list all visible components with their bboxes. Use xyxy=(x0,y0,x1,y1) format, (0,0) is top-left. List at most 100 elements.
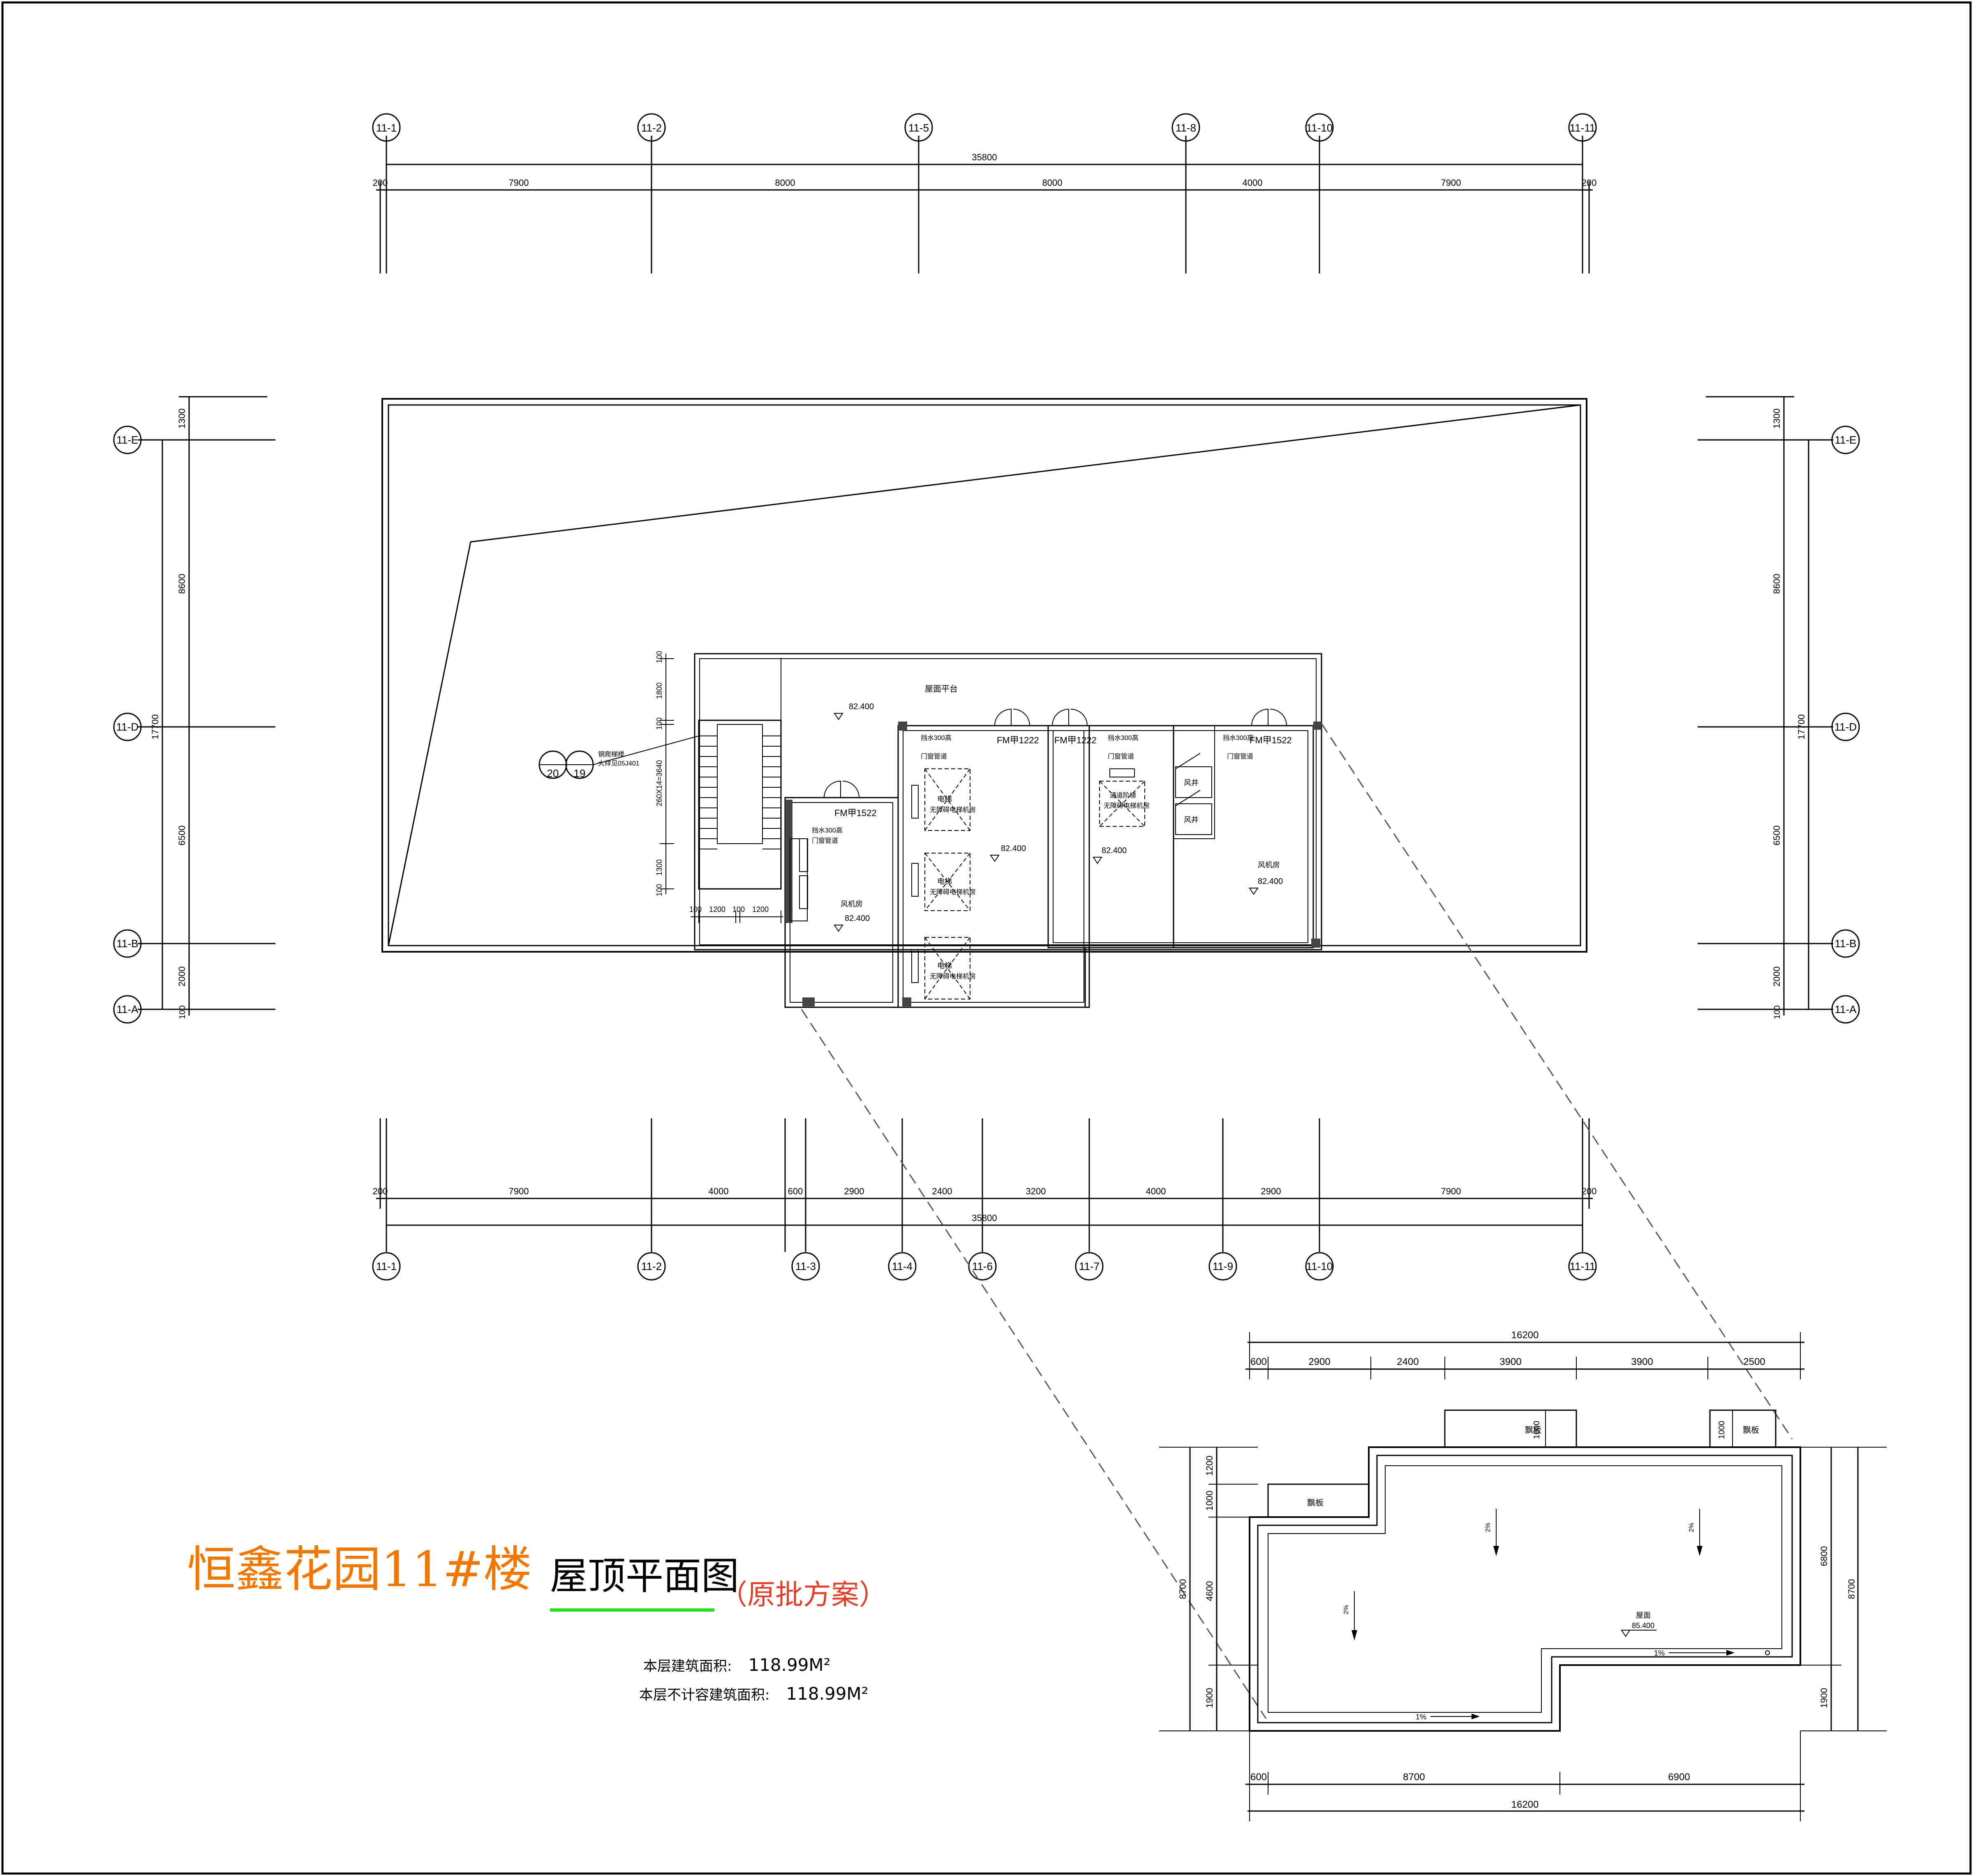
right-axis-bubbles: 11-E 11-D 11-B 11-A xyxy=(1831,426,1860,1024)
svg-text:无障碍电梯机房: 无障碍电梯机房 xyxy=(930,973,976,980)
svg-text:2900: 2900 xyxy=(1261,1186,1281,1196)
svg-text:600: 600 xyxy=(1250,1356,1267,1367)
svg-text:6800: 6800 xyxy=(1819,1546,1829,1566)
svg-text:1900: 1900 xyxy=(1819,1688,1829,1708)
svg-text:2900: 2900 xyxy=(1308,1356,1330,1367)
svg-text:11-3: 11-3 xyxy=(795,1260,816,1272)
svg-text:2%: 2% xyxy=(1485,1522,1492,1532)
svg-text:8000: 8000 xyxy=(1042,178,1063,188)
area-value: 118.99M² xyxy=(786,1684,869,1704)
svg-text:6500: 6500 xyxy=(1772,826,1782,846)
right-dimension-group: 1300 8600 6500 2000 100 17700 xyxy=(1698,396,1833,1019)
svg-text:1000: 1000 xyxy=(1204,1491,1215,1511)
svg-text:电梯: 电梯 xyxy=(937,877,952,886)
svg-text:600: 600 xyxy=(788,1186,803,1196)
svg-text:1300: 1300 xyxy=(1772,409,1782,429)
svg-text:3900: 3900 xyxy=(1499,1356,1521,1367)
svg-text:1300: 1300 xyxy=(177,409,187,429)
svg-text:2400: 2400 xyxy=(932,1186,952,1196)
svg-text:4000: 4000 xyxy=(1243,178,1263,188)
svg-text:挡水300高: 挡水300高 xyxy=(1223,734,1254,742)
svg-text:11-B: 11-B xyxy=(117,937,139,950)
svg-text:11-1: 11-1 xyxy=(376,1260,397,1272)
svg-text:1%: 1% xyxy=(1416,1713,1426,1721)
detail-roof-plan: 16200 600 2900 2400 3900 3900 2500 飘板 10… xyxy=(1159,1330,1887,1821)
svg-text:8700: 8700 xyxy=(1403,1772,1425,1783)
svg-text:FM甲1222: FM甲1222 xyxy=(1054,735,1097,745)
bottom-dimension-group: 200 7900 4000 600 2900 2400 3200 4000 29… xyxy=(373,1118,1597,1252)
svg-text:82.400: 82.400 xyxy=(1258,877,1283,886)
svg-text:1000: 1000 xyxy=(1532,1421,1541,1439)
svg-text:电梯: 电梯 xyxy=(937,962,952,970)
svg-text:风机房: 风机房 xyxy=(841,900,863,908)
svg-text:1200: 1200 xyxy=(709,905,725,914)
stair-dimensions: 100 1800 100 260X14=3640 1300 100 100 12… xyxy=(655,651,783,923)
svg-text:门窗管道: 门窗管道 xyxy=(1227,753,1253,760)
area-row-non-plot: 本层不计容建筑面积:118.99M² xyxy=(639,1684,869,1704)
svg-text:100: 100 xyxy=(178,1005,187,1019)
top-dimension-group: 35800 200 7900 8000 8000 4000 7900 200 xyxy=(373,136,1597,273)
svg-text:通道阶梯: 通道阶梯 xyxy=(1110,792,1136,799)
svg-text:4000: 4000 xyxy=(1146,1186,1166,1196)
enlarge-guide-right xyxy=(1321,723,1793,1439)
svg-text:19: 19 xyxy=(574,767,586,780)
svg-text:11-6: 11-6 xyxy=(972,1260,993,1272)
svg-text:风井: 风井 xyxy=(1184,816,1199,824)
svg-text:100: 100 xyxy=(655,717,663,730)
svg-text:7900: 7900 xyxy=(509,1186,529,1196)
svg-text:11-D: 11-D xyxy=(116,721,139,733)
svg-text:11-11: 11-11 xyxy=(1570,1260,1596,1272)
svg-text:无障碍电梯机房: 无障碍电梯机房 xyxy=(930,806,976,814)
svg-text:82.400: 82.400 xyxy=(849,702,874,711)
left-axis-bubbles: 11-E 11-D 11-B 11-A xyxy=(113,426,142,1024)
svg-text:1%: 1% xyxy=(1654,1649,1665,1657)
svg-text:2%: 2% xyxy=(1688,1522,1695,1532)
svg-text:20: 20 xyxy=(547,767,559,780)
svg-text:FM甲1522: FM甲1522 xyxy=(1250,735,1292,745)
svg-text:6500: 6500 xyxy=(177,826,187,846)
svg-text:11-4: 11-4 xyxy=(892,1260,913,1272)
svg-text:82.400: 82.400 xyxy=(1001,844,1026,853)
area-row-total: 本层建筑面积:118.99M² xyxy=(643,1655,831,1675)
svg-text:1200: 1200 xyxy=(752,905,769,914)
svg-text:电梯: 电梯 xyxy=(937,795,952,803)
axis-label: 11-2 xyxy=(641,122,662,134)
svg-text:11-B: 11-B xyxy=(1835,937,1857,950)
svg-text:100: 100 xyxy=(655,651,663,663)
svg-text:2400: 2400 xyxy=(1397,1356,1419,1367)
svg-text:200: 200 xyxy=(373,1186,388,1196)
core-rooms: 风井 风井 电梯 无障碍电梯机房 电梯 无障碍电梯机房 电梯 无障碍电梯机房 通… xyxy=(694,653,1322,1008)
svg-text:100: 100 xyxy=(689,905,702,914)
area-label: 本层建筑面积: xyxy=(643,1658,732,1675)
top-axis-bubbles: 11-1 11-2 11-5 11-8 11-10 11-11 xyxy=(372,113,1597,142)
svg-text:11-2: 11-2 xyxy=(641,1260,662,1272)
svg-text:6900: 6900 xyxy=(1668,1772,1690,1783)
svg-text:门窗管道: 门窗管道 xyxy=(812,837,838,844)
svg-text:200: 200 xyxy=(1582,1186,1597,1196)
svg-text:无障碍电梯机房: 无障碍电梯机房 xyxy=(1104,802,1150,810)
svg-text:7900: 7900 xyxy=(1441,1186,1461,1196)
svg-text:11-A: 11-A xyxy=(1835,1003,1857,1015)
svg-text:200: 200 xyxy=(373,178,388,188)
svg-text:8700: 8700 xyxy=(1178,1579,1188,1599)
svg-text:1300: 1300 xyxy=(655,859,663,876)
axis-label: 11-11 xyxy=(1570,122,1596,134)
svg-text:100: 100 xyxy=(1773,1005,1782,1019)
svg-text:260X14=3640: 260X14=3640 xyxy=(655,760,663,807)
svg-text:7900: 7900 xyxy=(1441,178,1461,188)
axis-label: 11-8 xyxy=(1176,122,1196,134)
svg-text:1200: 1200 xyxy=(1204,1456,1215,1476)
svg-text:2000: 2000 xyxy=(1772,967,1782,987)
svg-text:8600: 8600 xyxy=(177,574,187,594)
svg-text:11-E: 11-E xyxy=(1835,434,1857,446)
svg-text:11-7: 11-7 xyxy=(1079,1260,1100,1272)
svg-text:FM甲1522: FM甲1522 xyxy=(834,808,877,818)
svg-text:200: 200 xyxy=(1582,178,1597,188)
svg-text:11-E: 11-E xyxy=(117,434,139,446)
svg-text:门窗管道: 门窗管道 xyxy=(921,753,947,760)
svg-text:3900: 3900 xyxy=(1631,1356,1653,1367)
svg-text:17700: 17700 xyxy=(1796,714,1807,739)
svg-text:8000: 8000 xyxy=(775,178,795,188)
